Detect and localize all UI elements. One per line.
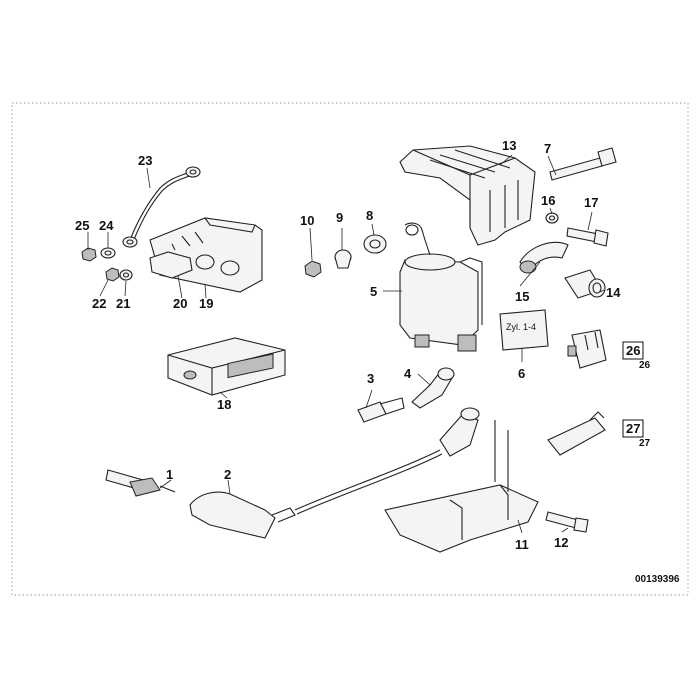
callout-23: 23	[138, 153, 152, 168]
callout-22: 22	[92, 296, 106, 311]
callout-13: 13	[502, 138, 516, 153]
terminal-27-drawing	[547, 411, 606, 456]
callout-8: 8	[366, 208, 373, 223]
callout-10: 10	[300, 213, 314, 228]
callout-18: 18	[217, 397, 231, 412]
connector-26-drawing	[567, 329, 607, 369]
callout-12: 12	[554, 535, 568, 550]
callout-16: 16	[541, 193, 555, 208]
callout-15: 15	[515, 289, 529, 304]
plug-drawing	[564, 269, 606, 299]
ignition-coil-drawing	[399, 222, 483, 352]
callout-9: 9	[336, 210, 343, 225]
ground-strap-drawing	[122, 166, 201, 248]
callout-7: 7	[544, 141, 551, 156]
leader-lines	[87, 154, 605, 534]
washer-screw-drawing	[545, 212, 609, 247]
diagram-reference-number: 00139396	[635, 574, 680, 585]
cylinder-label-drawing: Zyl. 1-4	[499, 309, 549, 351]
callout-19: 19	[199, 296, 213, 311]
callout-20: 20	[173, 296, 187, 311]
callout-27-sub: 27	[639, 438, 651, 449]
callout-21: 21	[116, 296, 130, 311]
callout-3: 3	[367, 371, 374, 386]
callout-6: 6	[518, 366, 525, 381]
callout-27: 27	[626, 421, 640, 436]
nut-washer-drawing	[81, 247, 133, 282]
callout-11: 11	[515, 537, 529, 552]
spark-plug-drawing	[105, 469, 176, 497]
ref-box-26	[622, 341, 644, 360]
connector-cap-drawing	[519, 241, 569, 274]
callout-24: 24	[99, 218, 114, 233]
control-module-drawing	[167, 337, 286, 396]
callout-17: 17	[584, 195, 598, 210]
callout-1: 1	[166, 467, 173, 482]
callout-4: 4	[404, 366, 412, 381]
screw-12-drawing	[545, 511, 589, 533]
spark-plug-cap-drawing	[189, 407, 480, 539]
callout-14: 14	[606, 285, 621, 300]
bracket-drawing	[149, 217, 263, 293]
mounting-plate-drawing	[384, 420, 539, 553]
buffer-parts-drawing	[304, 234, 387, 278]
callout-25: 25	[75, 218, 89, 233]
cylinder-label-text: Zyl. 1-4	[506, 322, 536, 332]
callout-26: 26	[626, 343, 640, 358]
callout-2: 2	[224, 467, 231, 482]
diagram-frame	[11, 102, 689, 596]
callout-26-sub: 26	[639, 360, 651, 371]
callout-5: 5	[370, 284, 377, 299]
ref-box-27	[622, 419, 644, 438]
bolt-drawing	[549, 147, 617, 181]
cover-drawing	[399, 145, 536, 246]
